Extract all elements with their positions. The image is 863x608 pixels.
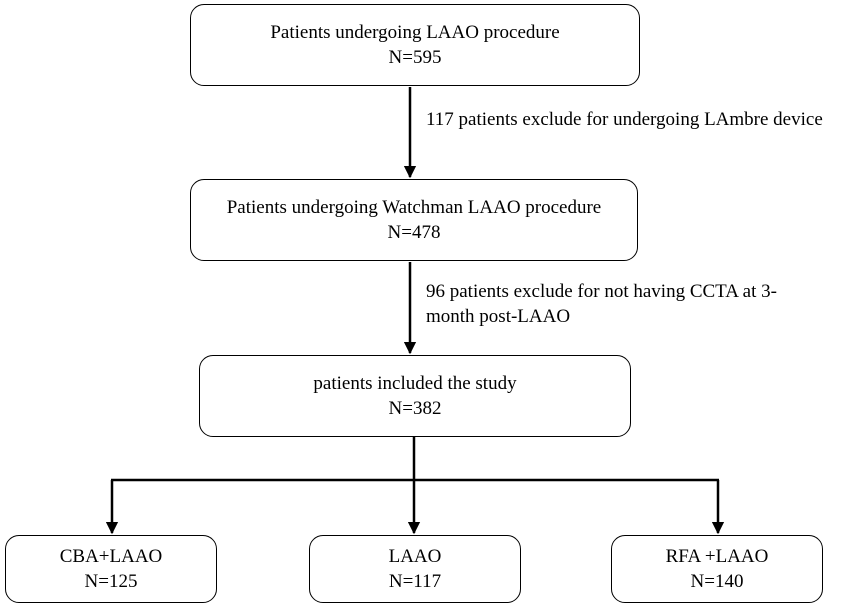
box-rfa-laao-title: RFA +LAAO <box>665 546 769 567</box>
box-included-patients: patients included the study N=382 <box>199 355 631 437</box>
exclusion-ccta-line2: month post-LAAO <box>426 306 571 327</box>
box-laao-title: LAAO <box>388 546 442 567</box>
box-watchman-title: Patients undergoing Watchman LAAO proced… <box>226 197 602 218</box>
box-rfa-laao-count: N=140 <box>690 571 744 592</box>
box-included-count: N=382 <box>388 398 442 419</box>
box-cba-laao-count: N=125 <box>84 571 138 592</box>
box-laao-group: LAAO N=117 <box>309 535 521 603</box>
box-all-laao-title: Patients undergoing LAAO procedure <box>270 22 560 43</box>
box-watchman-patients: Patients undergoing Watchman LAAO proced… <box>190 179 638 261</box>
box-laao-count: N=117 <box>388 571 442 592</box>
box-cba-laao-group: CBA+LAAO N=125 <box>5 535 217 603</box>
box-rfa-laao-group: RFA +LAAO N=140 <box>611 535 823 603</box>
exclusion-lambre-note: 117 patients exclude for undergoing LAmb… <box>426 107 823 132</box>
box-all-laao-patients: Patients undergoing LAAO procedure N=595 <box>190 4 640 86</box>
box-watchman-count: N=478 <box>387 222 441 243</box>
exclusion-lambre-text: 117 patients exclude for undergoing LAmb… <box>426 109 823 130</box>
box-cba-laao-title: CBA+LAAO <box>59 546 163 567</box>
box-all-laao-count: N=595 <box>388 47 442 68</box>
exclusion-ccta-line1: 96 patients exclude for not having CCTA … <box>426 281 777 302</box>
box-included-title: patients included the study <box>313 373 517 394</box>
exclusion-ccta-note: 96 patients exclude for not having CCTA … <box>426 279 777 329</box>
